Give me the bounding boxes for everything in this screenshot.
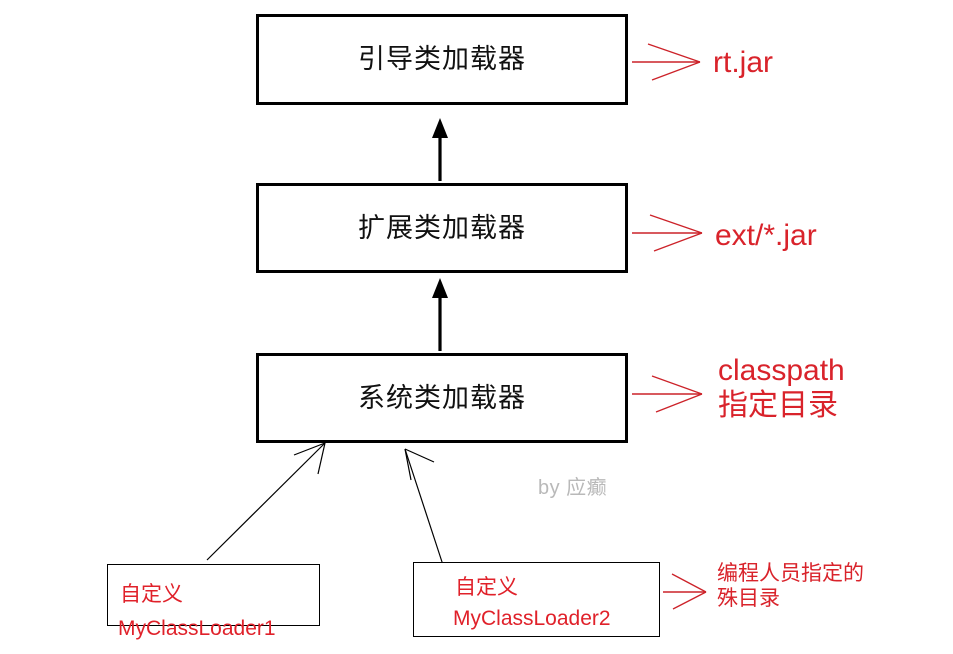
red-arrow-extension <box>632 214 703 252</box>
node-myclassloader2[interactable] <box>413 562 660 637</box>
annotation-classpath-dir: classpath 指定目录 <box>718 354 845 423</box>
arrow-myclassloader2-to-system <box>404 448 444 566</box>
node-label-myclassloader2-line1: 自定义 <box>455 576 518 599</box>
annotation-rt-jar: rt.jar <box>713 46 773 79</box>
node-label-myclassloader1-line2: MyClassLoader1 <box>118 617 276 640</box>
watermark-author: by 应癫 <box>538 477 608 499</box>
arrow-myclassloader1-to-system <box>206 442 326 561</box>
annotation-ext-jar: ext/*.jar <box>715 219 817 252</box>
red-arrow-bootstrap <box>632 43 701 81</box>
annotation-programmer-specified-dir: 编程人员指定的 殊目录 <box>717 562 864 610</box>
node-label-bootstrap: 引导类加载器 <box>358 44 526 75</box>
red-arrow-myclassloader2 <box>663 573 707 610</box>
node-label-myclassloader1-line1: 自定义 <box>120 583 183 606</box>
node-myclassloader1[interactable] <box>107 564 320 626</box>
node-label-system: 系统类加载器 <box>358 382 526 413</box>
node-label-extension: 扩展类加载器 <box>358 212 526 243</box>
node-bootstrap-classloader[interactable]: 引导类加载器 <box>256 14 628 105</box>
arrow-extension-to-bootstrap <box>432 118 448 181</box>
node-label-myclassloader2-line2: MyClassLoader2 <box>453 607 611 630</box>
red-arrow-system <box>632 375 703 413</box>
node-extension-classloader[interactable]: 扩展类加载器 <box>256 183 628 273</box>
node-system-classloader[interactable]: 系统类加载器 <box>256 353 628 443</box>
arrow-system-to-extension <box>432 278 448 351</box>
